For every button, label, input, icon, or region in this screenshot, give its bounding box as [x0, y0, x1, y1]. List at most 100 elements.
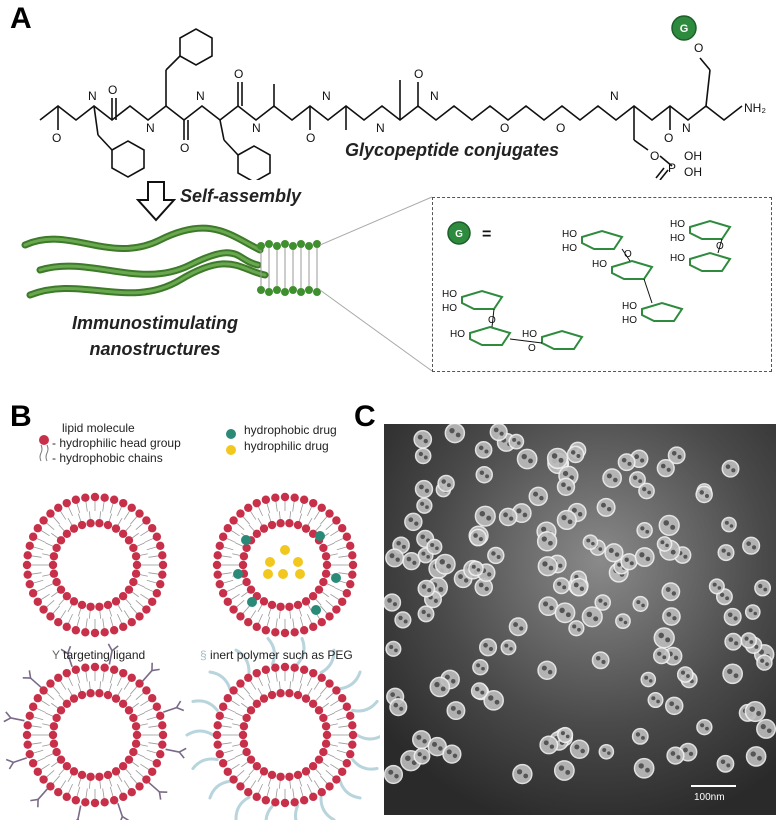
- nanoparticle: [385, 640, 402, 657]
- lipid-head: [342, 702, 352, 711]
- lipid-head: [124, 536, 134, 545]
- lipid-head: [346, 541, 355, 551]
- lipid-head: [127, 503, 136, 512]
- nanoparticle: [417, 605, 435, 623]
- lipid-head: [71, 665, 81, 674]
- lipid-head: [131, 552, 141, 561]
- atom-o: O: [664, 131, 673, 145]
- glycan-ho: HO: [622, 315, 637, 326]
- hydrophilic-drug-dot: [278, 569, 288, 579]
- nanoparticle: [634, 547, 655, 568]
- lipid-head: [118, 699, 128, 708]
- nanostructure-label-line1: Immunostimulating: [72, 313, 238, 333]
- lipid-head: [142, 605, 151, 614]
- lipid-head: [271, 663, 280, 672]
- lipid-head: [301, 694, 311, 703]
- lipid-head: [95, 772, 104, 781]
- lipid-head: [95, 689, 104, 698]
- lipid-head: [95, 519, 104, 528]
- nanoparticle: [633, 757, 655, 779]
- lipid-head: [267, 690, 277, 700]
- lipid-head: [124, 755, 134, 764]
- nanoparticle: [615, 613, 631, 630]
- lipid-head: [111, 767, 121, 776]
- lipid-head: [129, 577, 138, 587]
- glycan-o: O: [528, 343, 536, 354]
- lipid-head: [285, 602, 294, 611]
- lipid-head: [33, 767, 42, 776]
- lipid-head: [236, 509, 245, 518]
- lipid-head: [321, 739, 331, 748]
- lipid-head: [239, 722, 249, 731]
- lipid-head: [46, 612, 55, 621]
- peg-chain: [296, 636, 306, 666]
- atom-oh: OH: [684, 165, 702, 179]
- lipid-head: [348, 570, 357, 579]
- lipid-head: [100, 798, 109, 807]
- lipid-head: [319, 713, 328, 723]
- nanoparticle: [756, 654, 773, 671]
- lipid-head: [23, 740, 32, 749]
- lipid-head: [158, 740, 167, 749]
- atom-p: P: [668, 161, 676, 175]
- lipid-head: [242, 747, 251, 757]
- lipid-head: [229, 775, 238, 784]
- lipid-head: [49, 739, 59, 748]
- nanoparticle: [537, 556, 558, 577]
- atom-o: O: [500, 121, 509, 135]
- nanoparticle: [434, 553, 456, 575]
- liposome-diagrams: [3, 492, 380, 820]
- lipid-head: [346, 579, 355, 589]
- lipid-head: [54, 673, 63, 682]
- glycan-structure: G = HO HO HO HO HO HO HO HO HO HO HO HO …: [442, 219, 732, 354]
- atom-n: N: [376, 121, 385, 135]
- lipid-head: [156, 541, 165, 551]
- lipid-head: [223, 524, 232, 533]
- nanoparticle: [394, 611, 412, 629]
- lipid-head: [100, 628, 109, 637]
- lipid-head: [246, 706, 256, 715]
- lipid-head: [308, 592, 318, 601]
- atom-o: O: [694, 41, 703, 55]
- lipid-head: [46, 509, 55, 518]
- nanoparticle: [754, 579, 772, 597]
- nanoparticle: [591, 651, 610, 670]
- lipid-head: [23, 570, 32, 579]
- nanostructure-label: Immunostimulating nanostructures: [30, 310, 280, 362]
- lipid-head: [239, 739, 249, 748]
- lipid-head: [218, 532, 228, 541]
- lipid-head: [218, 759, 228, 768]
- glycan-g-letter: G: [680, 23, 689, 35]
- lipid-head: [252, 668, 261, 678]
- peg-chain: [208, 670, 232, 691]
- lipid-molecule-icon: [39, 435, 49, 462]
- nanoparticle: [696, 718, 713, 736]
- lipid-head: [332, 516, 341, 525]
- lipid-head: [71, 796, 81, 805]
- lipid-head: [127, 788, 136, 797]
- nanoparticle: [640, 671, 657, 688]
- nanoparticle: [468, 560, 484, 577]
- nanoparticle: [744, 604, 761, 620]
- down-arrow-icon: [136, 181, 176, 222]
- lipid-head: [77, 690, 87, 700]
- targeting-ligand: [117, 803, 124, 817]
- lipid-head: [142, 686, 151, 695]
- lipid-head: [290, 628, 299, 637]
- lipid-head: [129, 543, 138, 553]
- lipid-head: [22, 560, 32, 570]
- nanoparticle: [647, 692, 664, 709]
- lipid-head: [259, 767, 269, 776]
- lipid-head: [314, 585, 324, 594]
- lipid-head: [62, 529, 72, 538]
- lipid-head: [322, 730, 332, 740]
- lipid-head: [348, 721, 357, 730]
- atom-oh: OH: [684, 149, 702, 163]
- lipid-head: [90, 628, 100, 638]
- peg-chain: [338, 779, 362, 800]
- lipid-head: [158, 551, 167, 560]
- y-ligand-icon: Y: [52, 648, 60, 662]
- lipid-head: [77, 600, 87, 610]
- lipid-head: [62, 668, 71, 678]
- lipid-head: [69, 767, 79, 776]
